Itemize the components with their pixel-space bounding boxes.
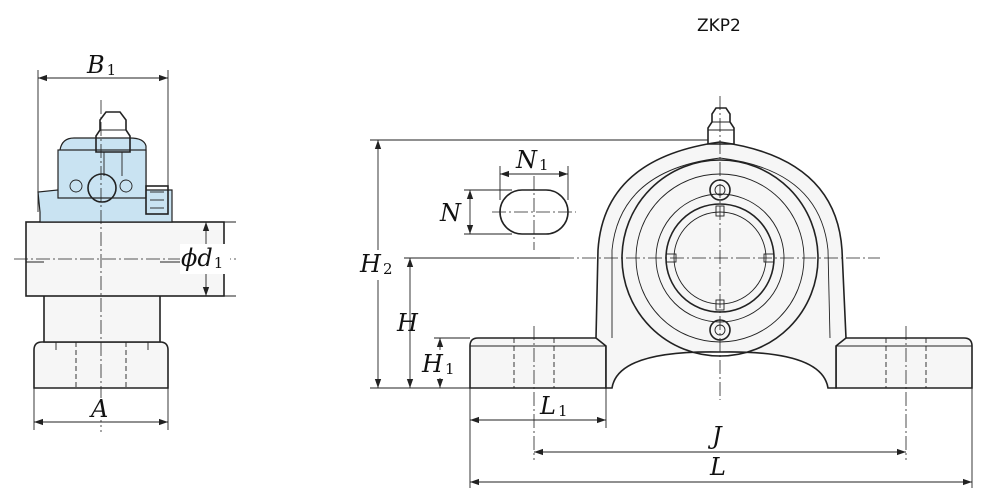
side-seal-left bbox=[69, 179, 83, 193]
base-foot-left bbox=[469, 337, 607, 389]
front-housing bbox=[595, 141, 847, 389]
l-label: L bbox=[709, 453, 726, 481]
side-collar bbox=[145, 185, 169, 215]
model-label: ZKP2 bbox=[697, 16, 741, 36]
d1-label: ϕd1 bbox=[181, 244, 223, 272]
n-label: N bbox=[439, 199, 462, 227]
h1-label-bg bbox=[420, 350, 462, 378]
side-grease-nipple bbox=[95, 111, 131, 153]
side-ball bbox=[87, 173, 117, 203]
j-label: J bbox=[707, 422, 723, 450]
h2-label-bg bbox=[358, 250, 400, 280]
front-grease-nipple bbox=[707, 107, 735, 145]
d1-label-bg bbox=[180, 244, 230, 274]
base-foot-right bbox=[835, 337, 973, 389]
a-label-bg bbox=[88, 398, 112, 420]
a-label: A bbox=[89, 395, 108, 423]
side-seal-right bbox=[119, 179, 133, 193]
h-label: H bbox=[396, 309, 419, 337]
